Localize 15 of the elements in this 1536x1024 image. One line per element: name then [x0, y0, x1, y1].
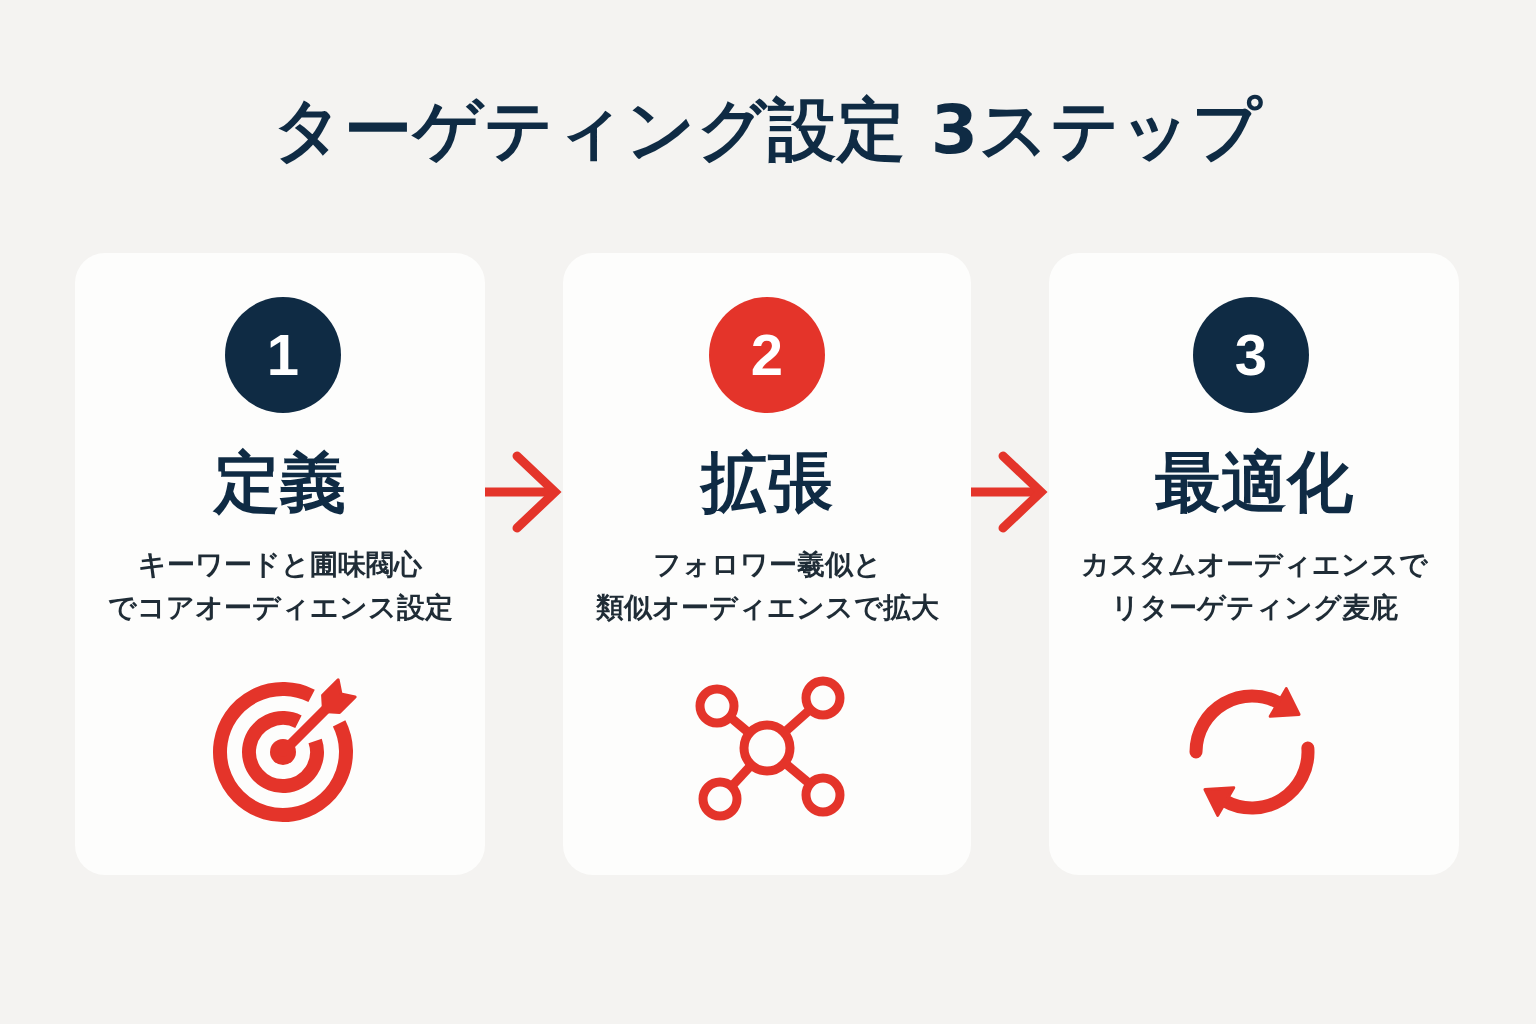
step-card [563, 253, 971, 875]
step-description: キーワードと圃味閥心でコアオーディエンス設定 [107, 547, 453, 626]
number-circle: 3 [1193, 297, 1309, 413]
step-heading: 定義 [214, 445, 346, 521]
step-description: カスタムオーディエンスでリターゲティング麦庇 [1080, 547, 1428, 626]
arrow [971, 451, 1046, 533]
title: ターゲティング設定 3ステップ [273, 89, 1263, 171]
step-heading: 拡張 [701, 445, 833, 521]
step-heading: 最適化 [1155, 445, 1353, 521]
arrow [485, 451, 560, 533]
step-description: フォロワー羲似と類似オーディエンスで拡大 [595, 547, 939, 626]
step-card [75, 253, 485, 875]
number-circle: 2 [709, 297, 825, 413]
number-circle: 1 [225, 297, 341, 413]
step-card [1049, 253, 1459, 875]
